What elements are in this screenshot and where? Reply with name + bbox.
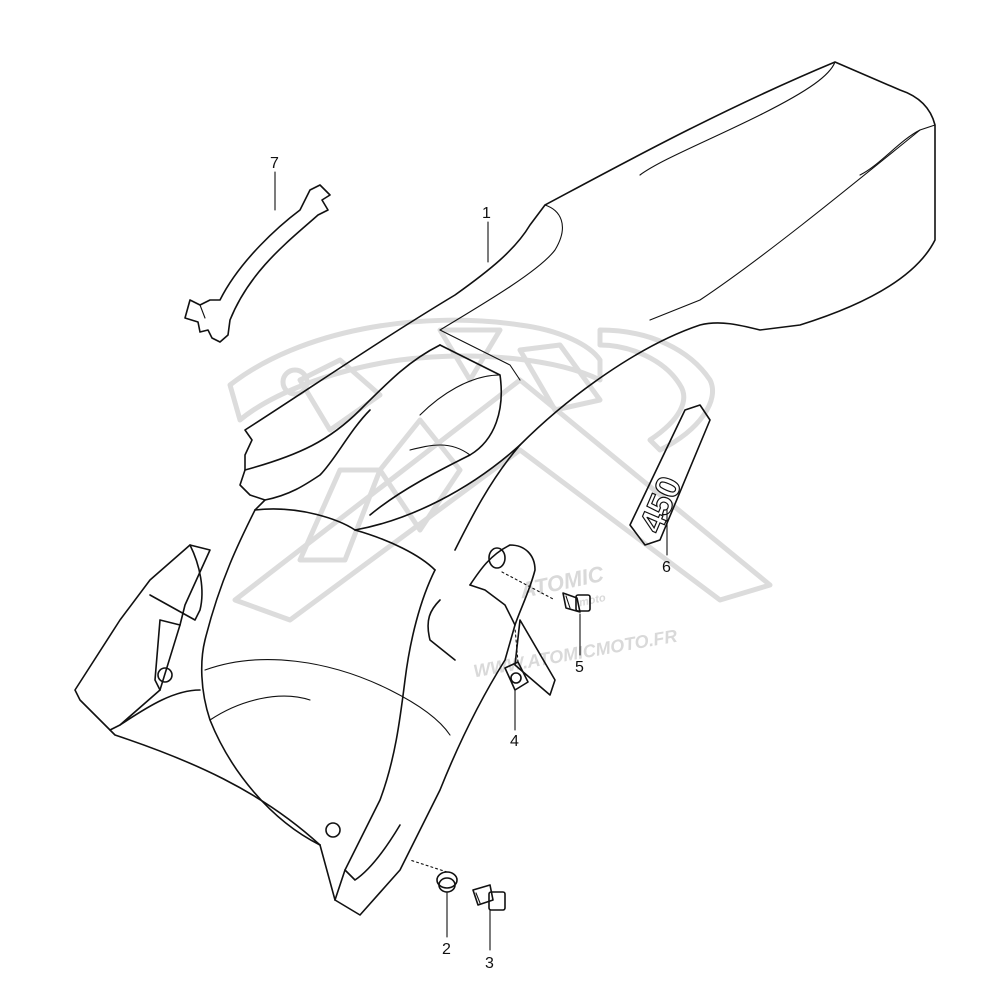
callout-5: 5 bbox=[575, 659, 584, 676]
watermark-sub: moto bbox=[578, 592, 607, 609]
callout-1: 1 bbox=[482, 205, 491, 222]
callout-2: 2 bbox=[442, 941, 451, 958]
collar-2 bbox=[436, 871, 458, 893]
rear-fender bbox=[74, 61, 936, 916]
bolt-5 bbox=[562, 592, 591, 613]
tool-wrench bbox=[184, 184, 331, 343]
callout-6: 6 bbox=[662, 559, 671, 576]
callout-7: 7 bbox=[270, 155, 279, 172]
callouts: 1 2 3 4 5 6 7 bbox=[270, 155, 671, 972]
nut-clip-4 bbox=[504, 661, 529, 691]
callout-4: 4 bbox=[510, 733, 519, 750]
callout-3: 3 bbox=[485, 955, 494, 972]
bolt-3 bbox=[472, 884, 506, 911]
leader-lines bbox=[274, 171, 668, 951]
